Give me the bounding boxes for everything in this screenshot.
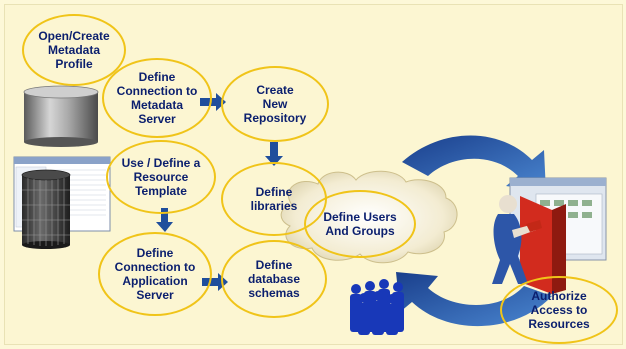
node-define-connection-app: Define Connection to Application Server	[98, 232, 212, 316]
node-define-database-schemas: Define database schemas	[221, 240, 327, 318]
node-label: Define libraries	[250, 185, 298, 213]
node-label: Authorize Access to Resources	[528, 289, 590, 331]
node-label: Define Users And Groups	[323, 210, 397, 238]
node-label: Use / Define a Resource Template	[121, 156, 201, 198]
node-create-repository: Create New Repository	[221, 66, 329, 142]
node-define-users-groups: Define Users And Groups	[304, 190, 416, 258]
node-label: Define Connection to Application Server	[114, 246, 196, 302]
node-label: Open/Create Metadata Profile	[38, 29, 110, 71]
arrow-repository-to-libraries	[265, 142, 283, 166]
node-label: Define Connection to Metadata Server	[116, 70, 198, 126]
node-authorize-access: Authorize Access to Resources	[500, 276, 618, 344]
user-group-icon	[350, 279, 404, 335]
node-label: Define database schemas	[247, 258, 301, 300]
node-label: Create New Repository	[243, 83, 307, 125]
person-at-door-icon	[492, 195, 566, 294]
node-define-connection-metadata: Define Connection to Metadata Server	[102, 58, 212, 138]
node-use-define-template: Use / Define a Resource Template	[106, 140, 216, 214]
server-tower-icon	[21, 169, 71, 249]
arrow-template-to-connection	[156, 208, 173, 232]
database-server-icon	[23, 85, 99, 147]
arrow-metadata-to-repository	[200, 93, 226, 111]
